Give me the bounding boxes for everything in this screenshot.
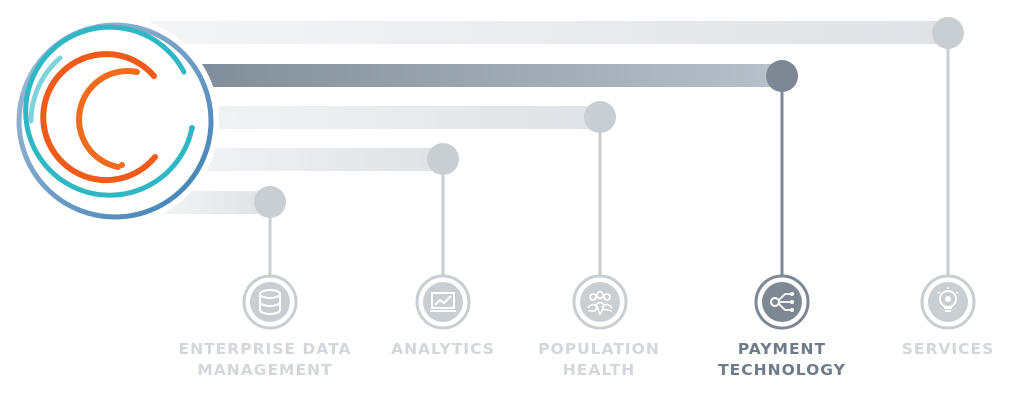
dot-analytics — [427, 143, 459, 175]
label-payment-technology: PAYMENT TECHNOLOGY — [718, 340, 846, 379]
dot-payment-technology — [766, 60, 798, 92]
network-icon — [754, 274, 810, 330]
dot-population-health — [584, 101, 616, 133]
chart-icon — [415, 274, 471, 330]
label-enterprise-data-management: ENTERPRISE DATA MANAGEMENT — [178, 340, 352, 379]
label-analytics: ANALYTICS — [391, 340, 495, 358]
label-population-health: POPULATION HEALTH — [538, 340, 660, 379]
bar-payment-technology — [150, 64, 782, 87]
bar-analytics — [150, 148, 443, 171]
bar-population-health — [150, 106, 600, 129]
label-services: SERVICES — [901, 340, 995, 358]
people-icon — [572, 274, 628, 330]
logo-icon — [11, 17, 219, 225]
database-icon — [242, 274, 298, 330]
dot-enterprise-data-management — [254, 186, 286, 218]
dot-services — [932, 17, 964, 49]
lightbulb-icon — [920, 274, 976, 330]
bar-services — [150, 21, 947, 44]
